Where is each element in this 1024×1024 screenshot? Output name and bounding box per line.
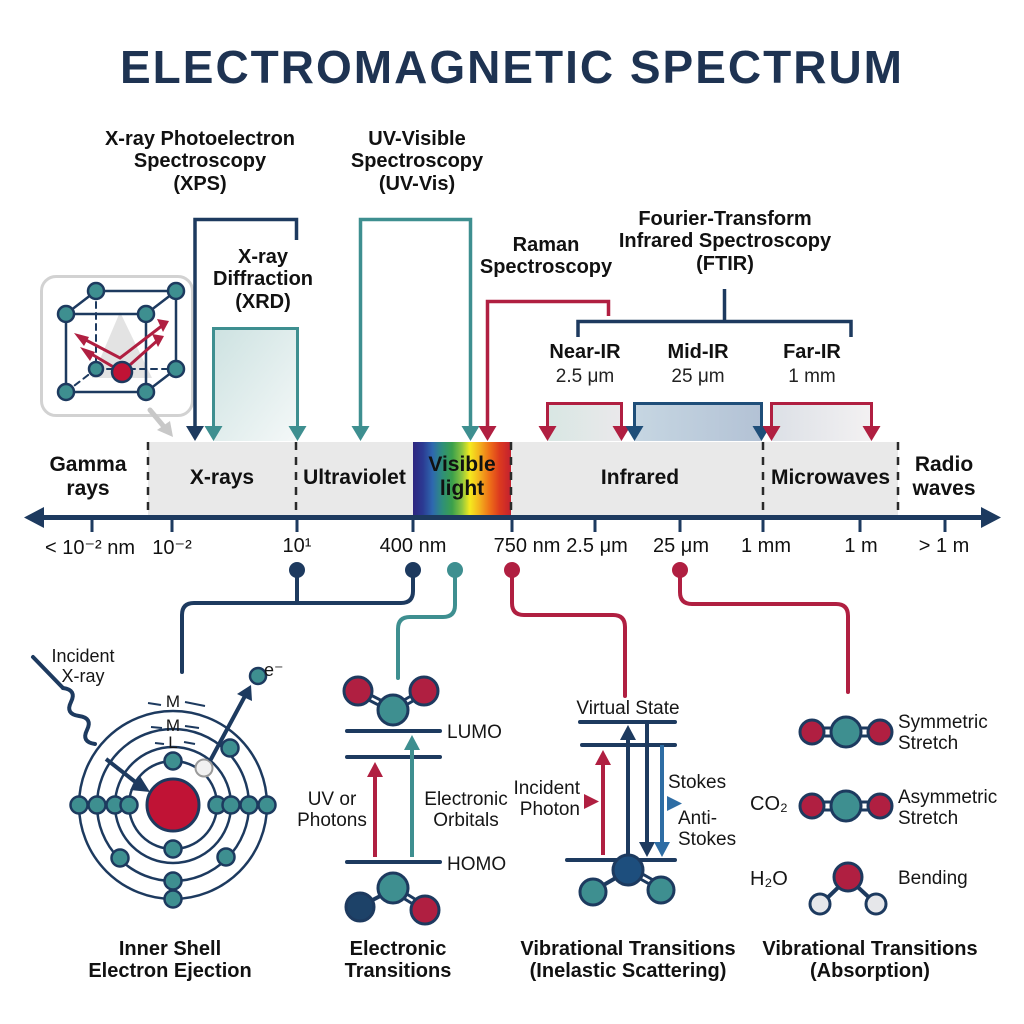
visible-light-gradient [413, 442, 511, 516]
inner-shell-diagram [31, 655, 277, 909]
caption-inner-shell: Inner Shell Electron Ejection [88, 938, 252, 983]
incident-xray-label: Incident X-ray [51, 646, 115, 687]
uvvis-arrow-right [461, 426, 480, 441]
tick-400nm: 400 nm [379, 535, 447, 557]
region-microwaves: Microwaves [770, 466, 891, 489]
ejected-electron-label: e⁻ [264, 660, 284, 680]
anti-stokes-label: Anti- Stokes [678, 808, 737, 851]
homo-label: HOMO [447, 854, 507, 875]
label-far-ir: Far-IR [783, 341, 841, 363]
axis-ticks [90, 520, 947, 532]
raman-bracket [485, 299, 611, 426]
label-near-ir: Near-IR [549, 341, 621, 363]
caption-electronic: Electronic Transitions [344, 938, 452, 983]
tick-1m: 1 m [844, 535, 878, 557]
lumo-label: LUMO [447, 722, 502, 743]
value-far-ir: 1 mm [788, 366, 836, 387]
absorption-molecules [798, 715, 894, 916]
uvvis-arrow-left [351, 426, 370, 441]
region-xrays: X-rays [189, 466, 255, 489]
caption-absorption: Vibrational Transitions (Absorption) [762, 938, 978, 983]
xrd-box [204, 327, 307, 441]
bending-label: Bending [898, 868, 968, 889]
label-uvvis: UV-Visible Spectroscopy (UV-Vis) [350, 128, 484, 195]
shell-label-m2: M [165, 716, 181, 735]
incident-photon-label: Incident Photon [513, 778, 580, 821]
tick-10-1: 10¹ [282, 535, 312, 557]
tick-10-2: 10⁻² [152, 537, 192, 559]
h2o-label: H₂O [750, 868, 788, 890]
region-infrared: Infrared [600, 466, 680, 489]
region-visible: Visible light [428, 453, 496, 500]
tick-1mm: 1 mm [741, 535, 791, 557]
uvvis-bracket [358, 217, 473, 426]
tick-gamma-limit: < 10⁻² nm [44, 537, 136, 559]
electronic-orbitals-label: Electronic Orbitals [424, 789, 508, 832]
raman-arrow [478, 426, 497, 441]
co2-label: CO₂ [750, 793, 788, 815]
xps-arrow [186, 426, 204, 441]
uv-photons-label: UV or Photons [297, 789, 367, 832]
label-raman: Raman Spectroscopy [479, 234, 613, 279]
near-ir-box [538, 402, 631, 441]
stokes-label: Stokes [668, 772, 727, 793]
asymmetric-stretch-label: Asymmetric Stretch [898, 787, 998, 830]
mid-ir-box [625, 402, 771, 441]
region-radio: Radio waves [912, 453, 976, 500]
ftir-bracket [576, 289, 853, 337]
electronic-transitions-diagram [342, 675, 442, 926]
shell-label-l: L [168, 733, 178, 752]
shell-label-m1: M [165, 692, 181, 711]
value-mid-ir: 25 μm [671, 366, 725, 387]
wavelength-axis [40, 515, 985, 520]
value-near-ir: 2.5 μm [555, 366, 615, 387]
label-xrd: X-ray Diffraction (XRD) [213, 246, 313, 313]
tick-25um: 25 μm [653, 535, 709, 557]
label-mid-ir: Mid-IR [667, 341, 729, 363]
region-gamma: Gamma rays [49, 453, 127, 500]
tick-750nm: 750 nm [493, 535, 561, 557]
raman-scattering-diagram [565, 720, 682, 907]
connector-lines [180, 575, 850, 698]
tick-2-5um: 2.5 μm [566, 535, 628, 557]
caption-inelastic: Vibrational Transitions (Inelastic Scatt… [520, 938, 736, 983]
crystal-structure-icon [56, 281, 186, 437]
far-ir-box [762, 402, 881, 441]
symmetric-stretch-label: Symmetric Stretch [898, 712, 988, 755]
xps-bracket [193, 217, 299, 426]
tick-radio-limit: > 1 m [918, 535, 970, 557]
spectrum-band [148, 442, 898, 516]
axis-arrowheads [24, 507, 1001, 528]
virtual-state-label: Virtual State [576, 698, 680, 719]
band-separators [146, 442, 900, 516]
region-ultraviolet: Ultraviolet [303, 466, 406, 489]
page-title: ELECTROMAGNETIC SPECTRUM [120, 41, 904, 93]
connector-dots [289, 562, 688, 578]
label-ftir: Fourier-Transform Infrared Spectroscopy … [618, 208, 832, 275]
label-xps: X-ray Photoelectron Spectroscopy (XPS) [104, 128, 296, 195]
